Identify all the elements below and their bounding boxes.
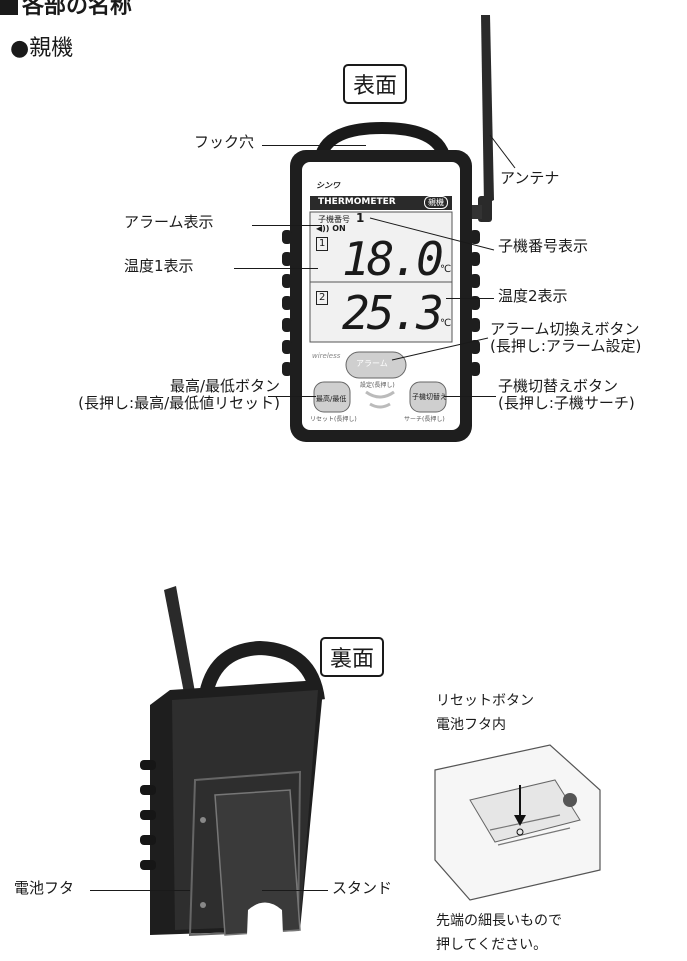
battery-cover-label: 電池フタ [14, 879, 75, 897]
lcd-child-number: 1 [356, 211, 365, 225]
device-alarm-sub: 設定(長押し) [360, 382, 395, 389]
device-maxmin-button: 最高/最低 [316, 395, 347, 403]
alarm-button-label: アラーム切換えボタン (長押し:アラーム設定) [490, 320, 642, 356]
reset-note-caption: 先端の細長いもので 押してください。 [436, 913, 562, 953]
lcd-ch1-unit: ℃ [440, 264, 452, 275]
device-switch-sub: サーチ(長押し) [404, 416, 445, 423]
switch-button-label: 子機切替えボタン (長押し:子機サーチ) [498, 377, 635, 413]
back-view-label: 裏面 [320, 637, 385, 677]
lcd-ch1-tag: 1 [316, 237, 329, 251]
model-text: THERMOMETER [318, 197, 396, 207]
device-maxmin-sub: リセット(長押し) [310, 416, 357, 423]
antenna-label: アンテナ [500, 169, 560, 187]
device-alarm-button: アラーム [356, 359, 388, 368]
temp1-label: 温度1表示 [124, 257, 194, 275]
lcd-ch1-value: 18.0 [342, 232, 444, 286]
lcd-ch2-tag: 2 [316, 291, 329, 305]
lcd-ch2-unit: ℃ [440, 318, 452, 329]
maxmin-button-label: 最高/最低ボタン (長押し:最高/最低値リセット) [78, 377, 280, 413]
lcd-ch2-value: 25.3 [342, 286, 444, 340]
parent-badge: 親機 [424, 196, 448, 209]
brand-logo: シンワ [316, 181, 340, 190]
reset-note-title: リセットボタン 電池フタ内 [436, 693, 534, 733]
section-title: 各部の名称 [0, 0, 132, 20]
square-bullet-icon [0, 0, 18, 15]
battery-compartment-illustration [434, 744, 601, 901]
alarm-display-label: アラーム表示 [124, 213, 214, 231]
wireless-label: wireless [312, 352, 341, 360]
device-switch-button: 子機切替え [412, 393, 447, 401]
lcd-child-label: 子機番号 [318, 215, 350, 224]
parent-unit-title: ●親機 [10, 36, 74, 61]
hook-label: フック穴 [194, 133, 255, 151]
child-number-display-label: 子機番号表示 [498, 237, 589, 255]
lcd-alarm-indicator: ◀)) ON [316, 224, 346, 233]
front-view-label: 表面 [343, 64, 408, 104]
temp2-label: 温度2表示 [498, 287, 568, 305]
stand-label: スタンド [332, 879, 393, 897]
